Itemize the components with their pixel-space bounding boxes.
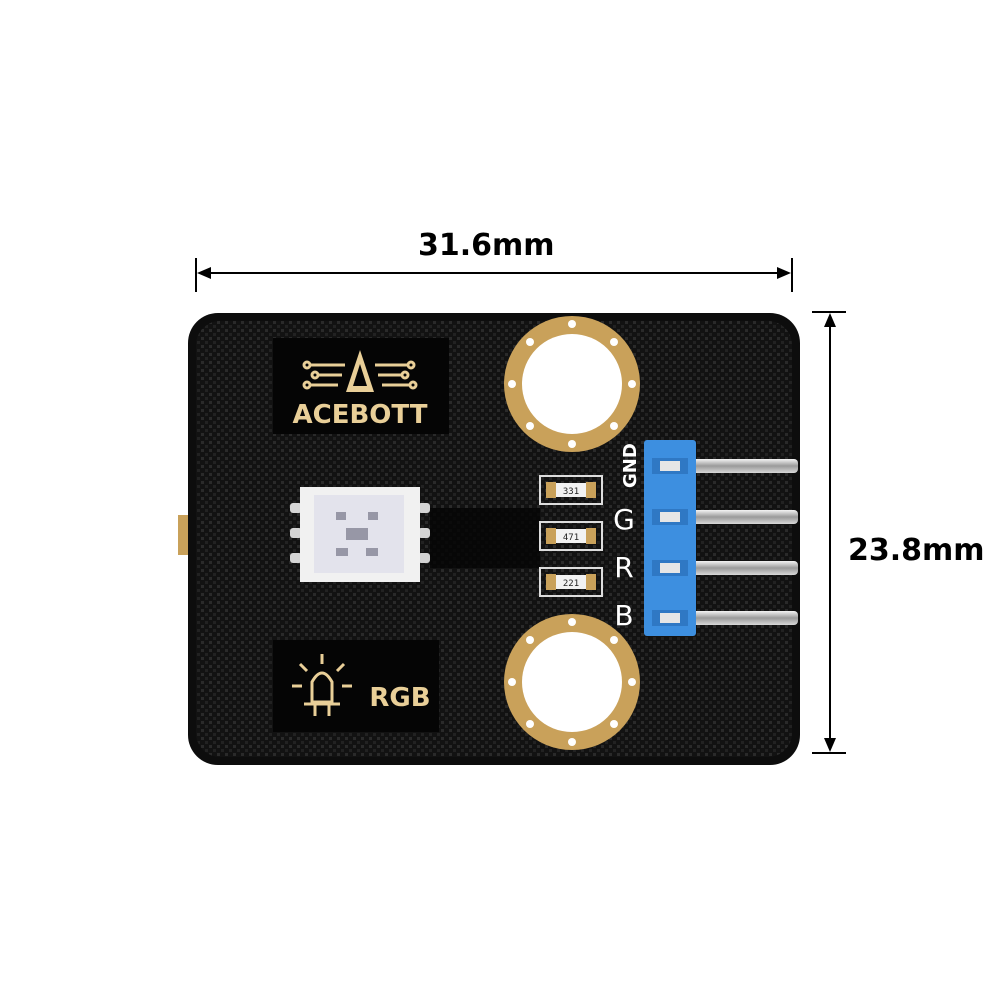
- rgb-led: [290, 487, 430, 582]
- height-dimension-line: [812, 311, 846, 754]
- pin-label-b: B: [614, 599, 633, 632]
- pin-label-gnd: GND: [620, 443, 641, 488]
- led-icon: [292, 654, 352, 716]
- width-dimension-line: [195, 258, 793, 292]
- mounting-hole-bottom: [504, 614, 640, 750]
- width-dimension-label: 31.6mm: [418, 228, 555, 263]
- resistor-r1-code: 331: [563, 487, 579, 497]
- resistor-r1: 331: [539, 475, 603, 505]
- pin-label-r: R: [614, 551, 633, 584]
- resistor-r3: 221: [539, 567, 603, 597]
- pin-label-g: G: [613, 503, 635, 536]
- circuit-a-icon: [302, 350, 418, 392]
- height-dimension-label: 23.8mm: [848, 533, 985, 568]
- brand-logo: ACEBOTT: [273, 338, 449, 434]
- brand-name: ACEBOTT: [293, 400, 428, 430]
- resistor-r2-code: 471: [563, 533, 579, 543]
- resistor-r3-code: 221: [563, 579, 579, 589]
- rgb-label-block: RGB: [273, 640, 439, 732]
- mounting-hole-top: [504, 316, 640, 452]
- edge-pad-left: [178, 515, 188, 555]
- conformal-blob: [430, 508, 540, 568]
- header-housing: [644, 440, 696, 636]
- module-label: RGB: [369, 683, 430, 713]
- resistor-r2: 471: [539, 521, 603, 551]
- pin-header[interactable]: [644, 440, 798, 636]
